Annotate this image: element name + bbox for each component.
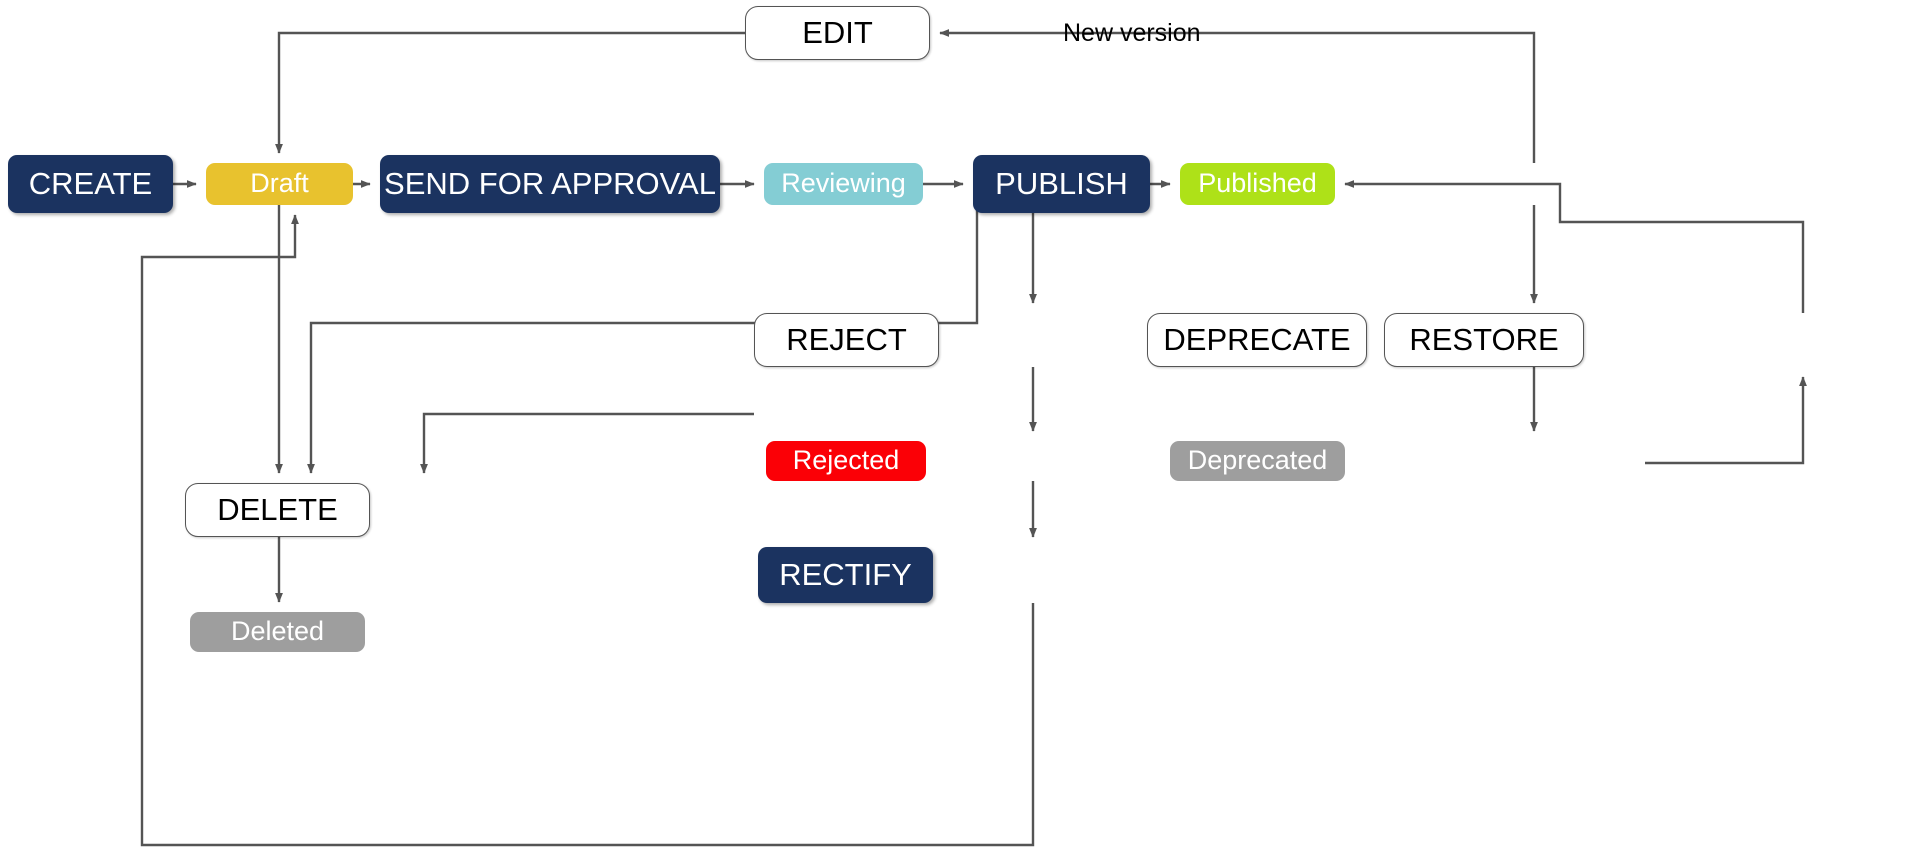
node-rectify[interactable]: RECTIFY — [758, 547, 933, 603]
node-delete[interactable]: DELETE — [185, 483, 370, 537]
edge-published-to-edit-new-version — [939, 29, 1536, 163]
node-draft-label: Draft — [250, 168, 309, 199]
edge-deprecated-to-restore — [1645, 376, 1807, 465]
node-publish-label: PUBLISH — [995, 165, 1128, 201]
node-restore[interactable]: RESTORE — [1384, 313, 1584, 367]
node-reject[interactable]: REJECT — [754, 313, 939, 367]
node-deleted[interactable]: Deleted — [190, 612, 365, 652]
edge-restore-to-published — [1344, 180, 1805, 313]
node-delete-label: DELETE — [217, 491, 338, 527]
node-rejected[interactable]: Rejected — [766, 441, 926, 481]
node-rejected-label: Rejected — [792, 445, 900, 476]
node-reviewing-label: Reviewing — [781, 168, 906, 199]
node-reviewing[interactable]: Reviewing — [764, 163, 923, 205]
node-send-for-approval[interactable]: SEND FOR APPROVAL — [380, 155, 720, 213]
node-deprecate[interactable]: DEPRECATE — [1147, 313, 1367, 367]
node-draft[interactable]: Draft — [206, 163, 353, 205]
node-create-label: CREATE — [28, 165, 153, 201]
node-published-label: Published — [1198, 168, 1317, 199]
node-restore-label: RESTORE — [1409, 321, 1559, 357]
node-deprecate-label: DEPRECATE — [1163, 321, 1351, 357]
node-deprecated[interactable]: Deprecated — [1170, 441, 1345, 481]
node-published[interactable]: Published — [1180, 163, 1335, 205]
edge-edit-to-draft — [275, 31, 745, 154]
node-send-for-approval-label: SEND FOR APPROVAL — [384, 165, 716, 201]
node-deleted-label: Deleted — [230, 616, 325, 647]
edge-reject-to-delete — [420, 412, 754, 474]
node-edit[interactable]: EDIT — [745, 6, 930, 60]
node-deprecated-label: Deprecated — [1187, 445, 1328, 476]
node-rectify-label: RECTIFY — [779, 556, 912, 592]
node-edit-label: EDIT — [802, 14, 873, 50]
node-reject-label: REJECT — [786, 321, 907, 357]
edge-label-new-version: New version — [1063, 19, 1201, 47]
node-create[interactable]: CREATE — [8, 155, 173, 213]
node-publish[interactable]: PUBLISH — [973, 155, 1150, 213]
